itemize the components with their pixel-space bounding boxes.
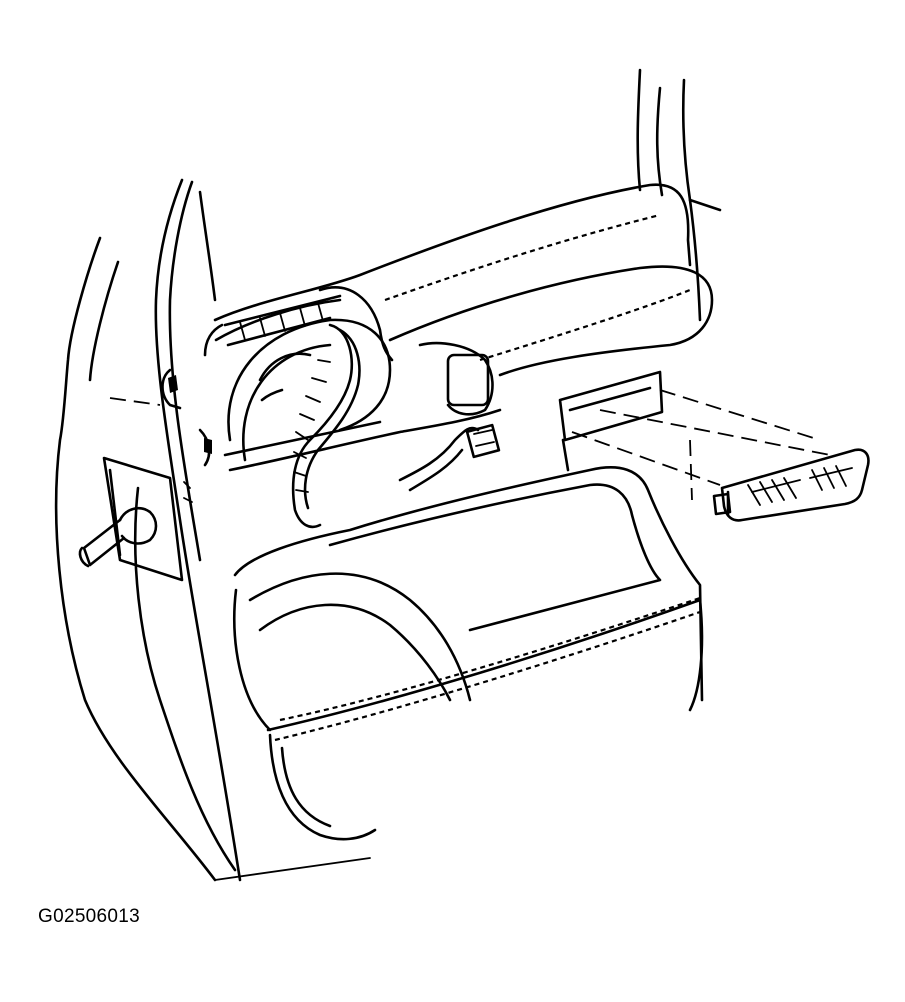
- installation-guide-lines: [109, 389, 831, 501]
- switch-recess: [558, 370, 664, 472]
- switch-housing: [418, 341, 494, 416]
- wiring-harness: [223, 318, 502, 529]
- door-frame-outline: [54, 178, 371, 882]
- figure-id-label: G02506013: [38, 906, 141, 927]
- hinge-bracket: [78, 456, 193, 582]
- trim-clips: [161, 368, 212, 467]
- power-window-switch: [712, 448, 870, 522]
- door-pocket: [233, 466, 704, 841]
- armrest-bolster: [203, 183, 714, 377]
- harness-connector: [465, 423, 501, 459]
